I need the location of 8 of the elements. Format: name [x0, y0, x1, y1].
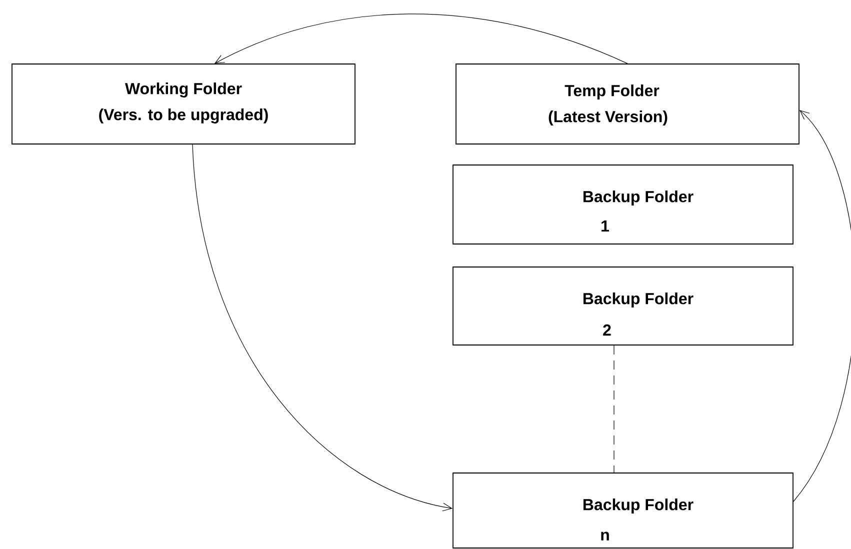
curved-arrow	[214, 14, 628, 64]
curved-arrow	[793, 110, 851, 502]
curved-arrow	[192, 144, 453, 512]
folder-box: Working Folder (Vers. to be upgraded)	[12, 64, 356, 144]
folder-box: Backup Folder 1	[452, 164, 794, 244]
folder-box: Temp Folder (Latest Version)	[456, 64, 800, 144]
folder-box: Backup Folder 2	[452, 266, 794, 346]
folder-box: Backup Folder n	[452, 472, 794, 548]
